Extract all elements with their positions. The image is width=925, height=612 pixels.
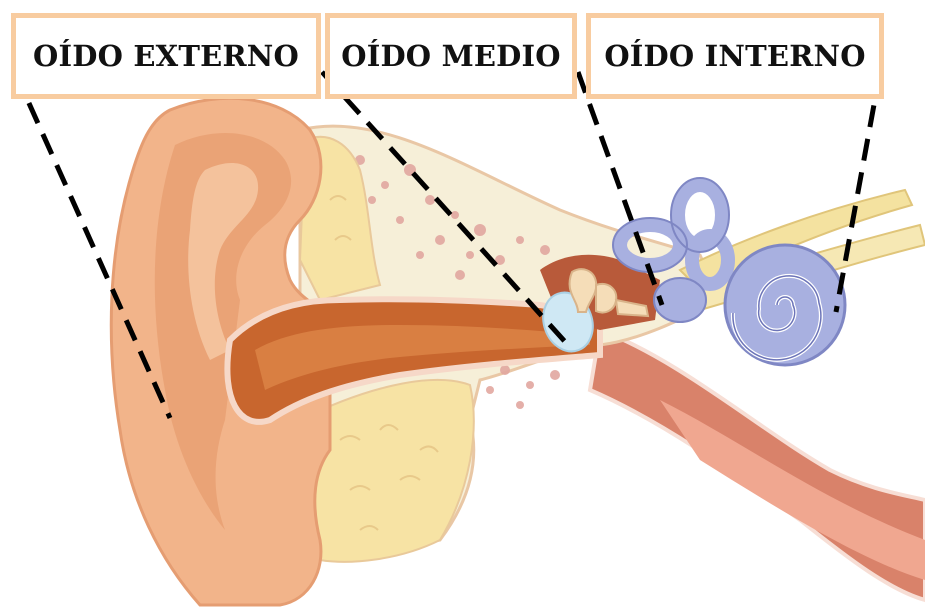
inner-ear-line-right [836,72,880,312]
outer-ear-label: OÍDO EXTERNO [33,39,299,73]
inner-ear-label-box: OÍDO INTERNO [586,13,884,99]
inner-ear-label: OÍDO INTERNO [604,39,865,73]
middle-ear-label-box: OÍDO MEDIO [325,13,577,99]
cochlea [725,245,845,365]
middle-ear-label: OÍDO MEDIO [341,39,561,73]
outer-ear-label-box: OÍDO EXTERNO [11,13,321,99]
